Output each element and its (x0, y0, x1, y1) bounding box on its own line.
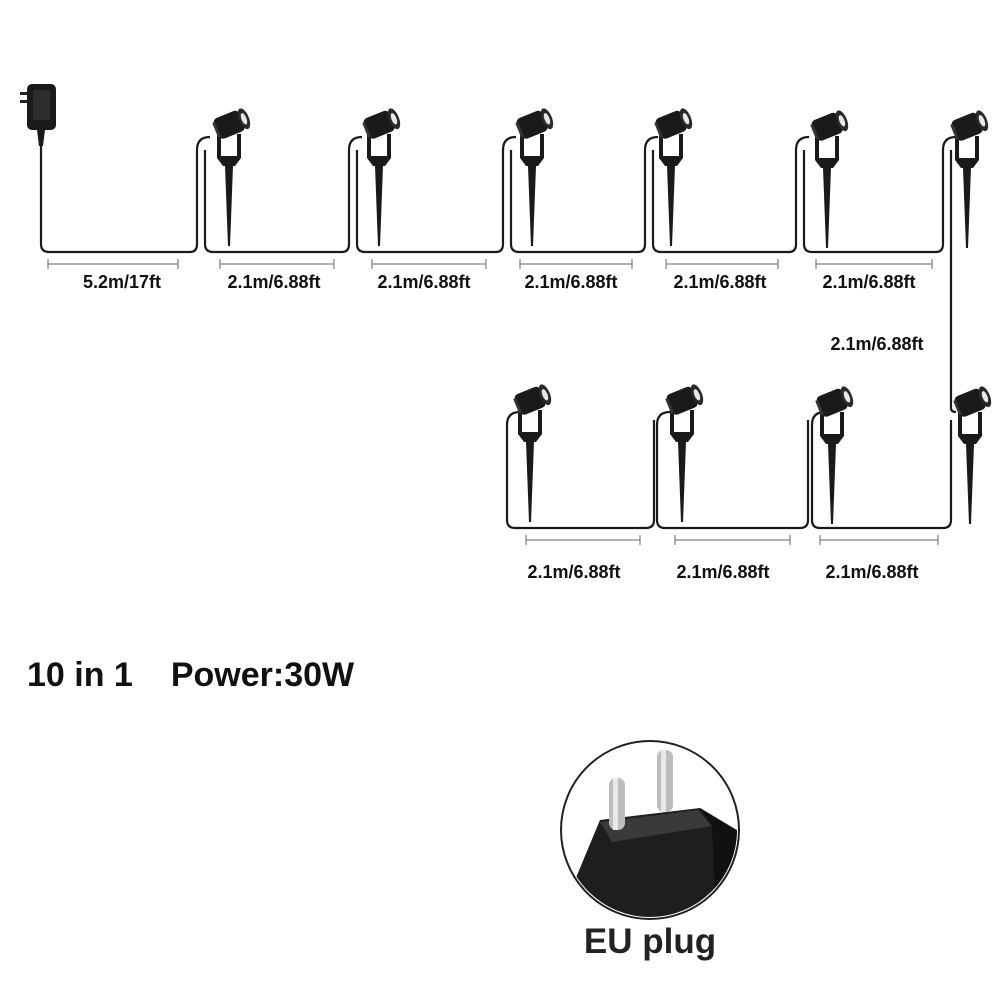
cable-run (39, 135, 957, 530)
eu-plug-icon (560, 740, 740, 920)
segment-labels: 5.2m/17ft 2.1m/6.88ft 2.1m/6.88ft 2.1m/6… (83, 272, 924, 582)
connector-length: 2.1m/6.88ft (830, 334, 923, 354)
power-rating: Power:30W (170, 656, 355, 694)
spotlight-stake-icon (211, 106, 994, 524)
segment-length: 2.1m/6.88ft (524, 272, 617, 292)
segment-length: 2.1m/6.88ft (822, 272, 915, 292)
segment-length: 2.1m/6.88ft (825, 562, 918, 582)
segment-length: 2.1m/6.88ft (673, 272, 766, 292)
set-count: 10 in 1 (27, 656, 133, 694)
segment-length: 2.1m/6.88ft (527, 562, 620, 582)
segment-length: 2.1m/6.88ft (676, 562, 769, 582)
plug-caption: EU plug (583, 922, 717, 961)
power-adapter-icon (20, 84, 56, 146)
segment-length: 2.1m/6.88ft (377, 272, 470, 292)
segment-length: 2.1m/6.88ft (227, 272, 320, 292)
dimension-lines (47, 259, 939, 545)
adapter-cable-length: 5.2m/17ft (83, 272, 161, 292)
product-summary: 10 in 1 Power:30W (27, 656, 354, 695)
